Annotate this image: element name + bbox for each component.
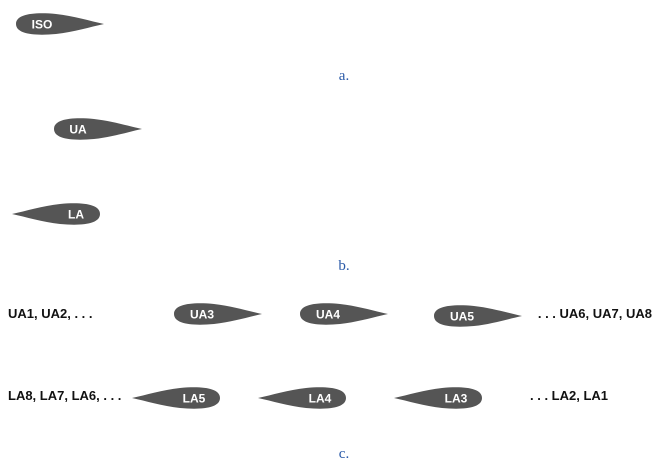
- caption-a: a.: [339, 68, 349, 84]
- upper-left-text: UA1, UA2, . . .: [8, 306, 93, 321]
- ua5-label: UA5: [450, 310, 474, 324]
- lower-left-text: LA8, LA7, LA6, . . .: [8, 388, 121, 403]
- ua5-airfoil-shape: UA5: [434, 305, 522, 327]
- la3-airfoil-shape: LA3: [394, 387, 482, 409]
- ua3-airfoil-shape: UA3: [174, 303, 262, 325]
- ua-airfoil-shape: UA: [54, 118, 142, 140]
- la5-label: LA5: [183, 392, 206, 406]
- la5-airfoil-shape: LA5: [132, 387, 220, 409]
- la4-airfoil-shape: LA4: [258, 387, 346, 409]
- ua-label: UA: [69, 123, 87, 137]
- ua4-airfoil-shape: UA4: [300, 303, 388, 325]
- ua3-label: UA3: [190, 308, 214, 322]
- caption-c: c.: [339, 446, 349, 462]
- la4-label: LA4: [309, 392, 332, 406]
- panel-b: UA LA b.: [12, 118, 350, 274]
- panel-a: ISO a.: [16, 13, 349, 84]
- la-airfoil-shape: LA: [12, 203, 100, 225]
- lower-right-text: . . . LA2, LA1: [530, 388, 608, 403]
- upper-right-text: . . . UA6, UA7, UA8: [538, 306, 652, 321]
- ua4-label: UA4: [316, 308, 340, 322]
- caption-b: b.: [338, 258, 349, 274]
- la-label: LA: [68, 208, 84, 222]
- iso-airfoil-shape: ISO: [16, 13, 104, 35]
- panel-c: UA1, UA2, . . . UA3 UA4 UA5 . . . UA6, U…: [8, 303, 652, 462]
- iso-label: ISO: [32, 18, 53, 32]
- la3-label: LA3: [445, 392, 468, 406]
